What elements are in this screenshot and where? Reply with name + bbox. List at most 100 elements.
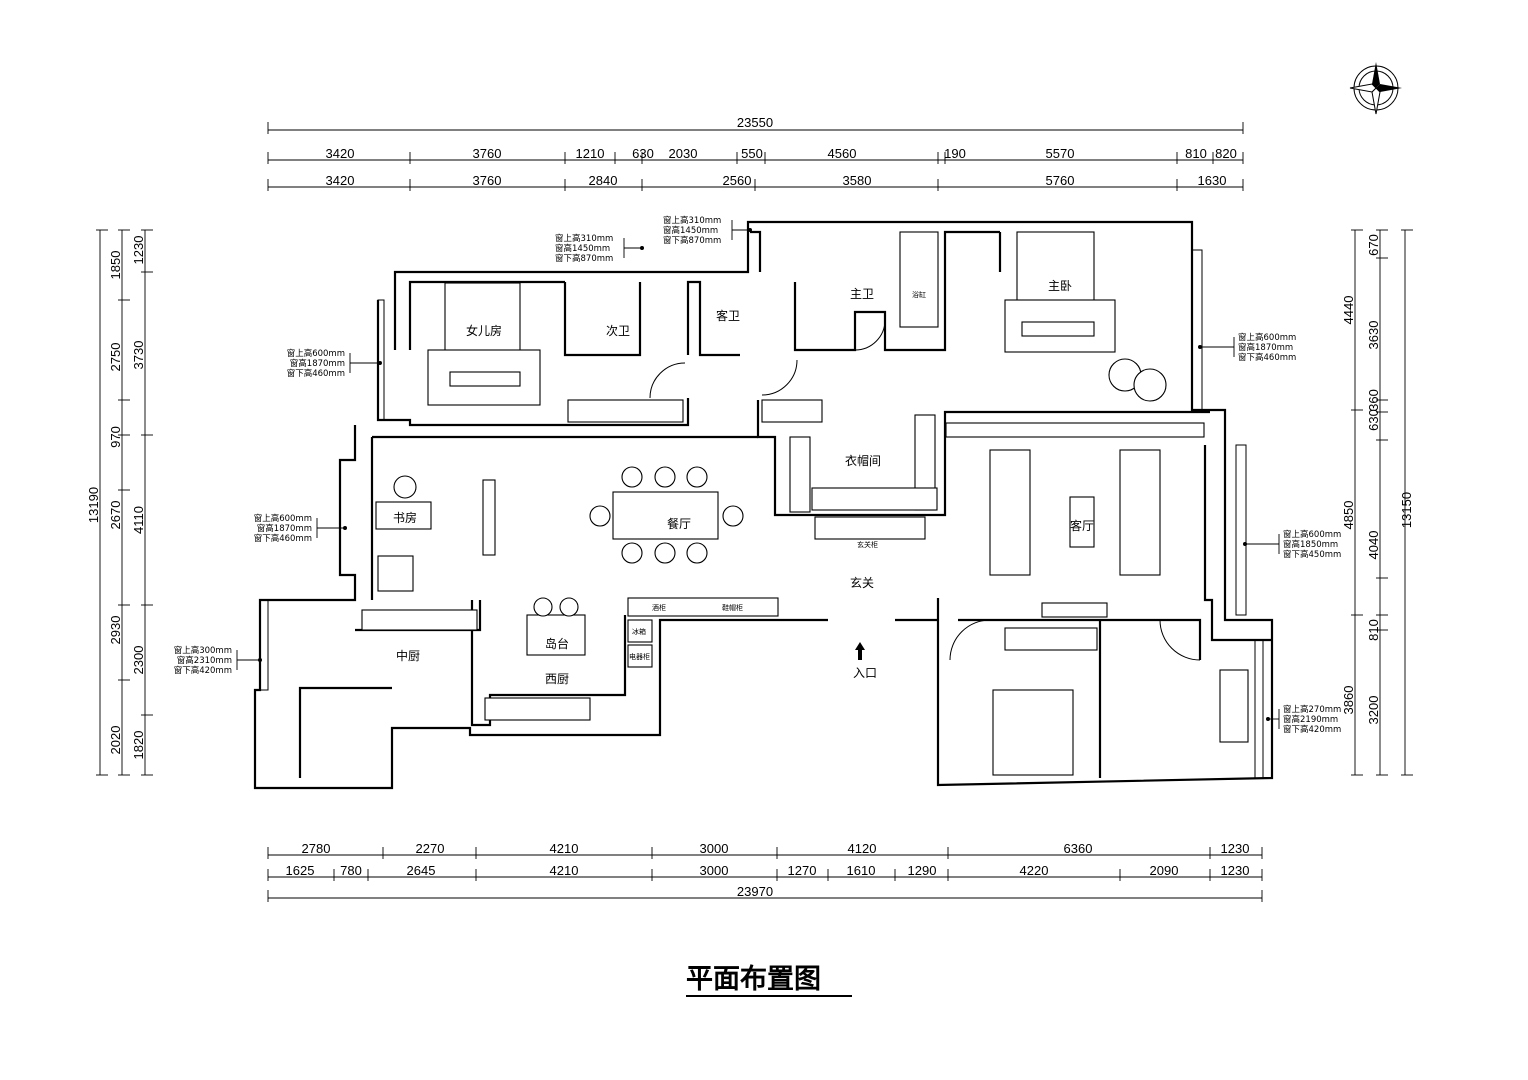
dimension-label: 360 [1366,389,1381,411]
bathtub-label: 浴缸 [912,290,926,299]
dimension-label: 1610 [847,863,876,878]
dimension-label: 6360 [1064,841,1093,856]
drawing-title: 平面布置图 [686,964,821,995]
dimension-label: 780 [340,863,362,878]
fridge-label: 冰箱 [632,627,646,636]
entrance-arrow-icon [855,642,865,660]
dimension-label: 4210 [550,863,579,878]
shoe-cabinet-label: 鞋帽柜 [722,603,743,612]
dimension-label: 2300 [131,646,146,675]
room-second-bath: 次卫 [606,324,630,338]
room-foyer: 玄关 [850,575,874,590]
window-note-line: 窗下高420mm [174,665,232,676]
dimension-label: 23550 [737,115,773,130]
dimension-label: 2780 [302,841,331,856]
room-living: 客厅 [1070,518,1094,533]
dimension-label: 2560 [723,173,752,188]
dimension-label: 1270 [788,863,817,878]
western-counter [484,697,591,721]
window-note-line: 窗高1450mm [555,243,610,254]
guest-bed [992,689,1074,776]
dimension-label: 2930 [108,616,123,645]
dimension-label: 3730 [131,341,146,370]
room-cloakroom: 衣帽间 [845,453,881,468]
dimension-label: 2645 [407,863,436,878]
room-study: 书房 [393,510,417,525]
dimension-label: 190 [944,146,966,161]
room-labels: 女儿房 次卫 客卫 主卫 主卧 书房 餐厅 衣帽间 客厅 玄关 入口 中厨 岛台… [393,279,1094,686]
window-note-line: 窗上高310mm [663,215,721,226]
sofa-left [989,449,1031,576]
dimension-label: 2670 [108,501,123,530]
entrance-label: 入口 [853,666,877,680]
window-note-line: 窗高1870mm [257,523,312,534]
dimension-label: 3000 [700,863,729,878]
dimension-label: 4040 [1366,531,1381,560]
window-note-line: 窗高1870mm [290,358,345,369]
kitchen-counter [361,609,478,631]
study-desk [375,501,432,530]
window-note-line: 窗上高600mm [254,513,312,524]
dining-table [612,491,719,540]
dimension-label: 2020 [108,726,123,755]
window-note-line: 窗下高420mm [1283,724,1341,735]
window-note-line: 窗下高450mm [1283,549,1341,560]
dimension-label: 4120 [848,841,877,856]
dimension-label: 970 [108,426,123,448]
window-note-line: 窗高2190mm [1283,714,1338,725]
room-master-bedroom: 主卧 [1048,279,1072,293]
dimension-label: 1625 [286,863,315,878]
room-guest-bath: 客卫 [716,308,740,323]
dimension-label: 4110 [131,506,146,534]
wine-cabinet-label: 酒柜 [652,603,666,612]
tv-cabinet [945,422,1205,438]
dimension-label: 1230 [1221,841,1250,856]
dimension-label: 670 [1366,234,1381,256]
window-note-line: 窗上高600mm [287,348,345,359]
bed-bench [449,371,521,387]
sofa-right [1119,449,1161,576]
dimension-label: 3860 [1341,686,1356,715]
room-chinese-kitchen: 中厨 [396,648,420,663]
dimension-label: 810 [1185,146,1207,161]
bathtub [899,231,939,328]
room-western-kitchen: 西厨 [545,672,569,686]
dimension-label: 4440 [1341,296,1356,325]
dimension-label: 4560 [828,146,857,161]
dimension-label: 2090 [1150,863,1179,878]
window-note-line: 窗下高870mm [555,253,613,264]
dimension-label: 4220 [1020,863,1049,878]
dimension-label: 1210 [576,146,605,161]
dimension-label: 630 [1366,409,1381,431]
armchair [377,555,414,592]
dimension-label: 1820 [131,731,146,760]
dimension-label: 550 [741,146,763,161]
appliance-cabinet-label: 电器柜 [629,652,650,661]
dimension-label: 1230 [131,236,146,265]
dimension-label: 2030 [669,146,698,161]
dimension-label: 4850 [1341,501,1356,530]
dimension-label: 3200 [1366,696,1381,725]
window-note-line: 窗下高870mm [663,235,721,246]
dimension-label: 810 [1366,619,1381,641]
dimension-label: 1850 [108,251,123,280]
window-note-line: 窗下高460mm [287,368,345,379]
dimension-label: 2840 [589,173,618,188]
foyer-cabinet-label: 玄关柜 [857,540,878,549]
dimension-label: 3630 [1366,321,1381,350]
wardrobe [567,399,684,423]
dimension-label: 820 [1215,146,1237,161]
dimension-label: 2270 [416,841,445,856]
dimension-label: 630 [632,146,654,161]
dimension-label: 13190 [86,487,101,523]
dimension-label: 1630 [1198,173,1227,188]
